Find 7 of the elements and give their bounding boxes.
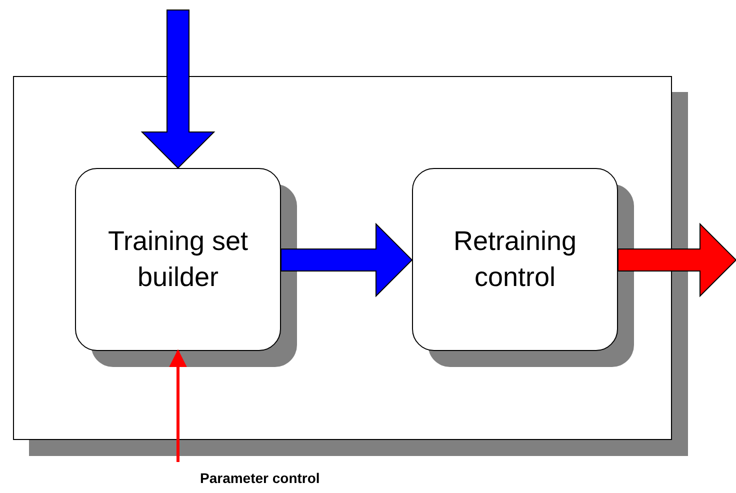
box-label: Training set builder: [106, 225, 250, 294]
block-arrow: [280, 222, 413, 298]
box-label: Retraining control: [452, 225, 578, 294]
block-arrow: [140, 10, 216, 169]
edge-label: Parameter control: [200, 470, 320, 486]
arrow: [169, 349, 187, 462]
block-arrow: [618, 222, 736, 298]
